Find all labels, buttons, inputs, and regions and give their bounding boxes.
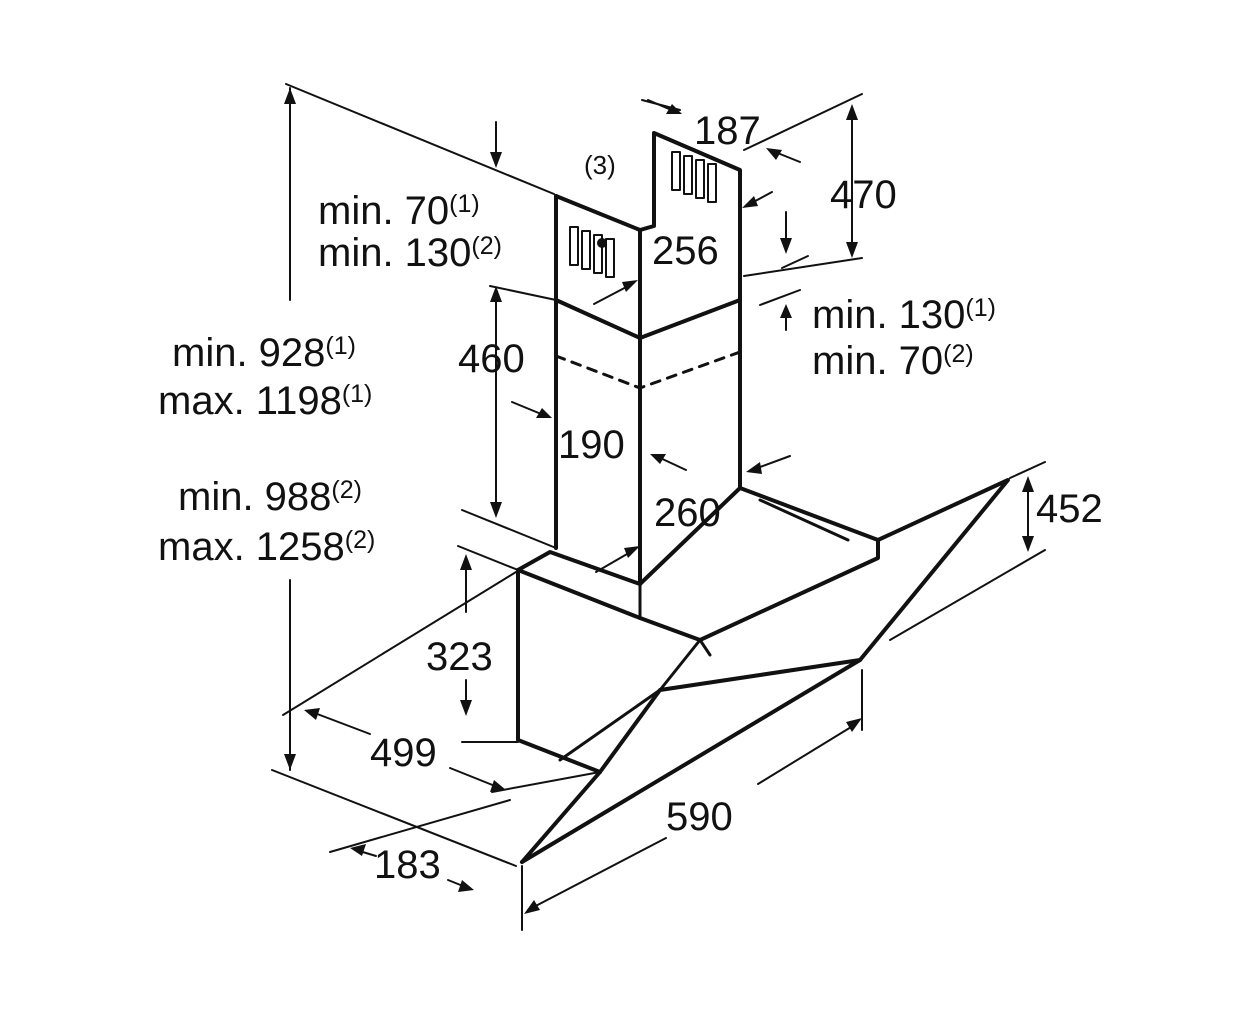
note-sup: (2)	[943, 340, 974, 368]
dim-452: 452	[1036, 487, 1103, 531]
note-left-low-line2: max. 1258	[158, 525, 345, 569]
note-sup: (2)	[345, 526, 376, 554]
note-sup: (1)	[449, 190, 480, 218]
dimension-arrows	[284, 88, 1034, 914]
note-sup: (1)	[965, 294, 996, 322]
svg-text:min. 130(2): min. 130(2)	[318, 231, 502, 275]
dim-183: 183	[374, 843, 441, 887]
note-left-mid: min. 928(1) max. 1198(1)	[158, 331, 372, 423]
svg-text:min. 130(1): min. 130(1)	[812, 293, 996, 337]
dim-323: 323	[426, 635, 493, 679]
note-left-top-line1: min. 70	[318, 189, 449, 233]
note-sup: (2)	[471, 232, 502, 260]
note-left-low: min. 988(2) max. 1258(2)	[158, 475, 375, 569]
svg-text:min. 928(1): min. 928(1)	[172, 331, 356, 375]
note-sup: (1)	[342, 380, 373, 408]
note-sup: (2)	[331, 476, 362, 504]
vent-grille-left	[569, 226, 615, 278]
dimension-labels: 187 470 (3) 256 460 190 260 452 323 499 …	[370, 109, 1103, 887]
dim-460: 460	[458, 337, 525, 381]
svg-text:min. 70(2): min. 70(2)	[812, 339, 974, 383]
note-right-top: min. 130(1) min. 70(2)	[812, 293, 996, 383]
dim-499: 499	[370, 731, 437, 775]
dim-470: 470	[830, 173, 897, 217]
dim-190: 190	[558, 423, 625, 467]
note-sup: (1)	[325, 332, 356, 360]
note-left-mid-line2: max. 1198	[158, 379, 342, 423]
vent-grille-right	[671, 151, 717, 203]
dim-3-note: (3)	[584, 150, 616, 180]
svg-text:max. 1258(2): max. 1258(2)	[158, 525, 375, 569]
svg-text:max. 1198(1): max. 1198(1)	[158, 379, 372, 423]
dim-260: 260	[654, 491, 721, 535]
dim-256: 256	[652, 229, 719, 273]
note-left-mid-line1: min. 928	[172, 331, 325, 375]
note-left-top-line2: min. 130	[318, 231, 471, 275]
svg-text:min. 70(1): min. 70(1)	[318, 189, 480, 233]
note-right-top-line1: min. 130	[812, 293, 965, 337]
note-right-top-line2: min. 70	[812, 339, 943, 383]
note-left-low-line1: min. 988	[178, 475, 331, 519]
dim-187: 187	[694, 109, 761, 153]
dim-590: 590	[666, 795, 733, 839]
extension-lines	[271, 83, 1046, 931]
svg-text:min. 988(2): min. 988(2)	[178, 475, 362, 519]
note-left-top: min. 70(1) min. 130(2)	[318, 189, 502, 275]
hood-outline	[516, 131, 1010, 864]
